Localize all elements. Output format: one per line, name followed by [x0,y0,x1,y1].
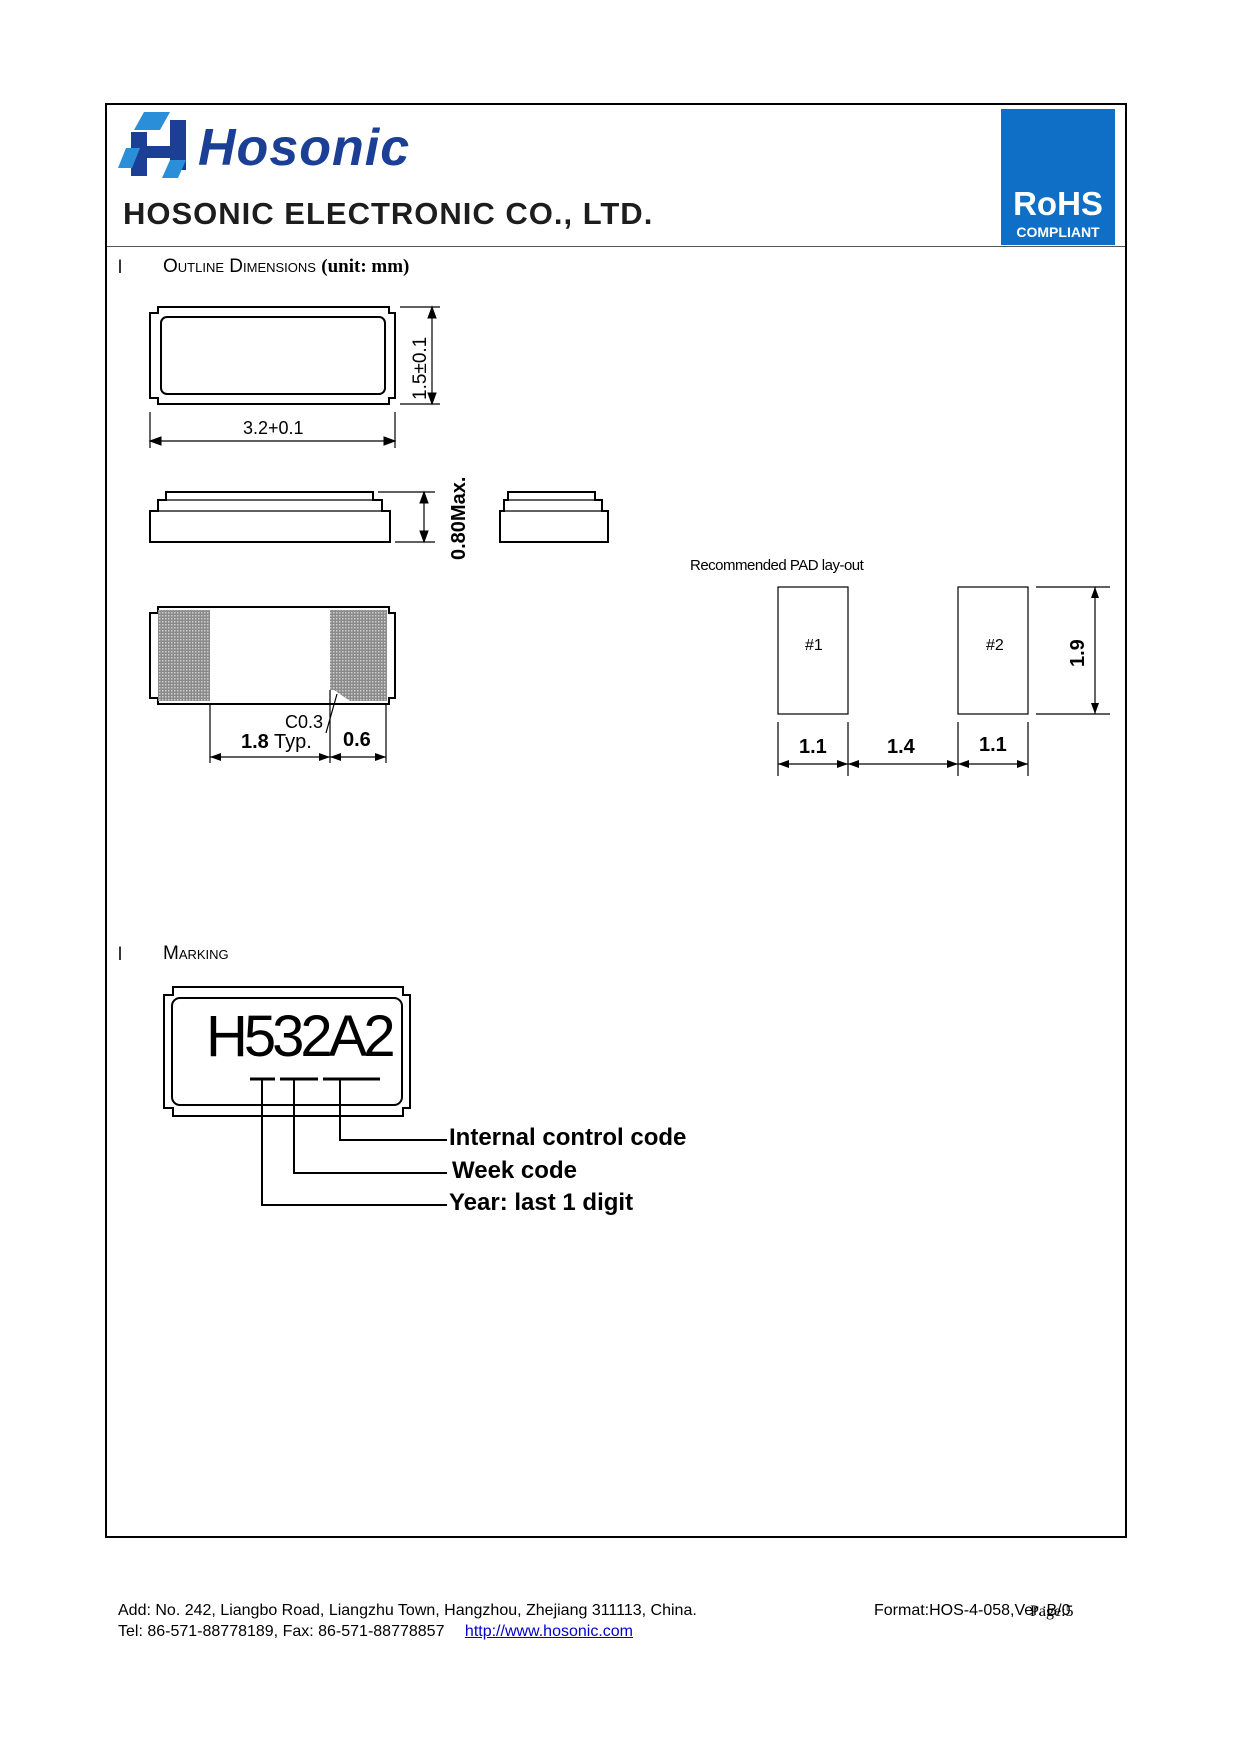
outline-unit: (unit: mm) [321,256,410,277]
pad-height-label: 1.9 [1067,639,1089,667]
dim-pad-typ-suffix: Typ. [274,731,312,753]
terminal-pad-left [158,610,210,701]
footer-address: Add: No. 242, Liangbo Road, Liangzhu Tow… [118,1602,697,1619]
section-bullet: l [118,257,122,277]
rohs-title: RoHS [1013,185,1103,222]
hosonic-logo-icon [118,112,186,178]
footer-contact: Tel: 86-571-88778189, Fax: 86-571-887788… [118,1623,633,1641]
dim-pad-end: 0.6 [343,729,371,751]
pad-2 [957,586,1029,715]
marking-drawing [163,986,447,1206]
section-heading-outline: Outline Dimensions (unit: mm) [163,256,409,278]
side-view-drawing [149,490,609,544]
dim-pad-typ-value: 1.8 [241,731,269,753]
page-number: Page:5 [1030,1603,1074,1620]
section-heading-marking: Marking [163,943,229,964]
dim-chamfer: C0.3 [285,712,324,732]
bottom-view-drawing [149,606,396,763]
rohs-badge: RoHS COMPLIANT [1001,109,1115,245]
pad-2-label: #2 [986,637,1004,654]
top-view-drawing [148,305,440,448]
company-name: HOSONIC ELECTRONIC CO., LTD. [123,196,654,231]
footer-website-link[interactable]: http://www.hosonic.com [464,1623,633,1640]
section-bullet: l [118,944,122,964]
pad-width-1-label: 1.1 [799,736,827,758]
dim-width: 3.2+0.1 [243,418,304,438]
marking-label-week-code: Week code [452,1157,577,1184]
pad-1 [777,586,849,715]
dim-thickness: 0.80Max. [448,476,470,560]
pad-layout-drawing [777,586,1110,776]
page-frame [105,103,1127,1538]
footer-format: Format:HOS-4-058,Ver.:B/0 [874,1602,1071,1619]
dim-height: 1.5±0.1 [410,336,431,400]
footer-phone-fax: Tel: 86-571-88778189, Fax: 86-571-887788… [118,1623,445,1640]
pad-gap-label: 1.4 [887,736,915,758]
marking-code: H532A2 [206,1004,396,1069]
rohs-subtitle: COMPLIANT [1016,224,1100,240]
brand-name: Hosonic [198,119,411,177]
terminal-pad-right [330,610,387,701]
marking-label-year: Year: last 1 digit [449,1189,634,1216]
pad-layout-title: Recommended PAD lay-out [690,557,864,574]
marking-label-internal-code: Internal control code [449,1124,687,1151]
pad-width-2-label: 1.1 [979,734,1007,756]
dim-pad-typ: 1.8 Typ. [241,731,312,754]
pad-1-label: #1 [805,637,823,654]
outline-title: Outline Dimensions [163,256,316,277]
header-divider [107,246,1125,247]
